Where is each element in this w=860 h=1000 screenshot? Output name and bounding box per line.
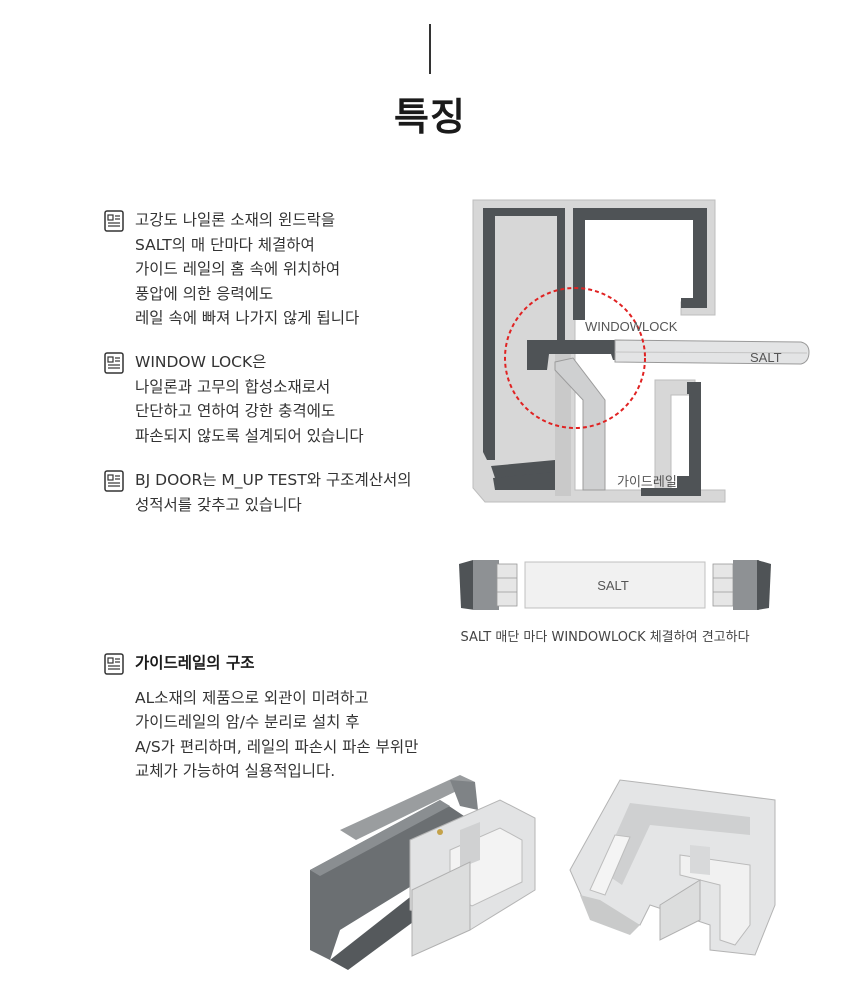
diagram-label-salt: SALT — [750, 350, 782, 365]
salt-bar-illustration: SALT — [459, 560, 771, 610]
feature-1-line-5: 레일 속에 빠져 나가지 않게 됩니다 — [135, 309, 360, 327]
salt-bar-caption: SALT 매단 마다 WINDOWLOCK 체결하여 견고하다 — [460, 630, 750, 645]
document-list-icon — [104, 470, 124, 492]
feature-1-line-1: 고강도 나일론 소재의 윈드락을 — [135, 211, 336, 229]
structure-title: 가이드레일의 구조 — [135, 654, 255, 672]
structure-line-2: 가이드레일의 암/수 분리로 설치 후 — [135, 713, 360, 731]
guide-rail-3d-render-frame — [569, 779, 776, 956]
structure-line-4: 교체가 가능하여 실용적입니다. — [135, 762, 336, 780]
feature-2-line-4: 파손되지 않도록 설계되어 있습니다 — [135, 426, 364, 445]
guide-rail-3d-render-assembled — [310, 775, 536, 970]
diagram-label-guiderail: 가이드레일 — [617, 474, 677, 489]
feature-3-line-1: BJ DOOR는 M_UP TEST와 구조계산서의 — [135, 471, 412, 489]
document-list-icon — [104, 352, 124, 374]
structure-line-3: A/S가 편리하며, 레일의 파손시 파손 부위만 — [135, 737, 419, 756]
document-list-icon — [104, 653, 124, 675]
document-list-icon — [104, 210, 124, 232]
structure-line-1: AL소재의 제품으로 외관이 미려하고 — [135, 688, 369, 707]
diagram-label-windowlock: WINDOWLOCK — [585, 319, 678, 334]
feature-1-line-2: SALT의 매 단마다 체결하여 — [135, 235, 315, 254]
feature-1-line-3: 가이드 레일의 홈 속에 위치하여 — [135, 260, 341, 278]
salt-bar-label: SALT — [597, 578, 629, 593]
feature-1-line-4: 풍압에 의한 응력에도 — [135, 284, 274, 303]
section-title: 특징 — [394, 95, 466, 139]
guide-rail-cross-section-diagram: WINDOWLOCK SALT 가이드레일 — [472, 199, 810, 503]
feature-2-line-2: 나일론과 고무의 합성소재로서 — [135, 377, 331, 396]
header-divider-line — [429, 24, 431, 74]
feature-3-line-2: 성적서를 갖추고 있습니다 — [135, 495, 302, 514]
feature-2-line-1: WINDOW LOCK은 — [135, 353, 267, 371]
feature-2-line-3: 단단하고 연하여 강한 충격에도 — [135, 402, 336, 420]
